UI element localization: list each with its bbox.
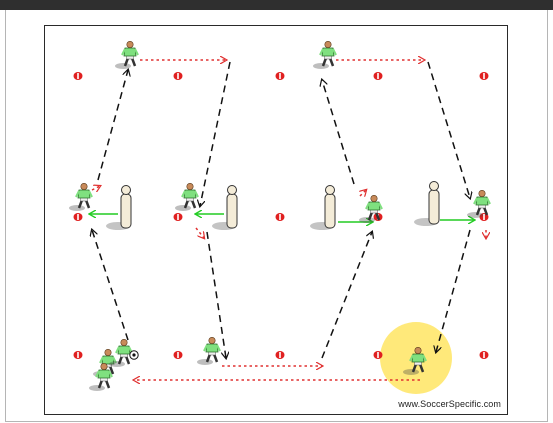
cone [173, 72, 183, 80]
player [67, 182, 94, 213]
player [107, 338, 134, 369]
player [87, 362, 114, 393]
run-arrow [200, 61, 231, 206]
cone [479, 72, 489, 80]
mannequin [413, 181, 440, 227]
mannequin [105, 185, 132, 231]
run-arrow [206, 231, 226, 358]
run-arrow [321, 232, 372, 359]
top-bar [0, 0, 553, 10]
run-arrow [97, 70, 128, 181]
mannequin [211, 185, 238, 231]
player [465, 189, 492, 220]
ball [129, 350, 139, 360]
cone [275, 72, 285, 80]
player [113, 40, 140, 71]
run-arrow [322, 80, 355, 185]
dribble-arrow [91, 186, 100, 190]
cones [73, 72, 489, 359]
run-arrow [427, 61, 470, 198]
cone [373, 351, 383, 359]
player [311, 40, 338, 71]
pass-paths [90, 214, 474, 222]
cone [73, 72, 83, 80]
cone [173, 351, 183, 359]
mannequin [309, 185, 336, 231]
cone [73, 351, 83, 359]
player [195, 336, 222, 367]
cone [479, 351, 489, 359]
dribble-arrow [195, 227, 204, 238]
dribble-paths [91, 60, 486, 380]
cone [275, 213, 285, 221]
cone [373, 72, 383, 80]
cone [275, 351, 285, 359]
player [173, 182, 200, 213]
player [357, 194, 384, 225]
cone [173, 213, 183, 221]
cone [73, 213, 83, 221]
run-arrow [92, 230, 129, 341]
dribble-arrow [360, 190, 366, 196]
run-arrow [436, 229, 471, 352]
watermark: www.SoccerSpecific.com [398, 399, 501, 409]
mannequins [105, 181, 440, 231]
run-paths [92, 61, 471, 359]
